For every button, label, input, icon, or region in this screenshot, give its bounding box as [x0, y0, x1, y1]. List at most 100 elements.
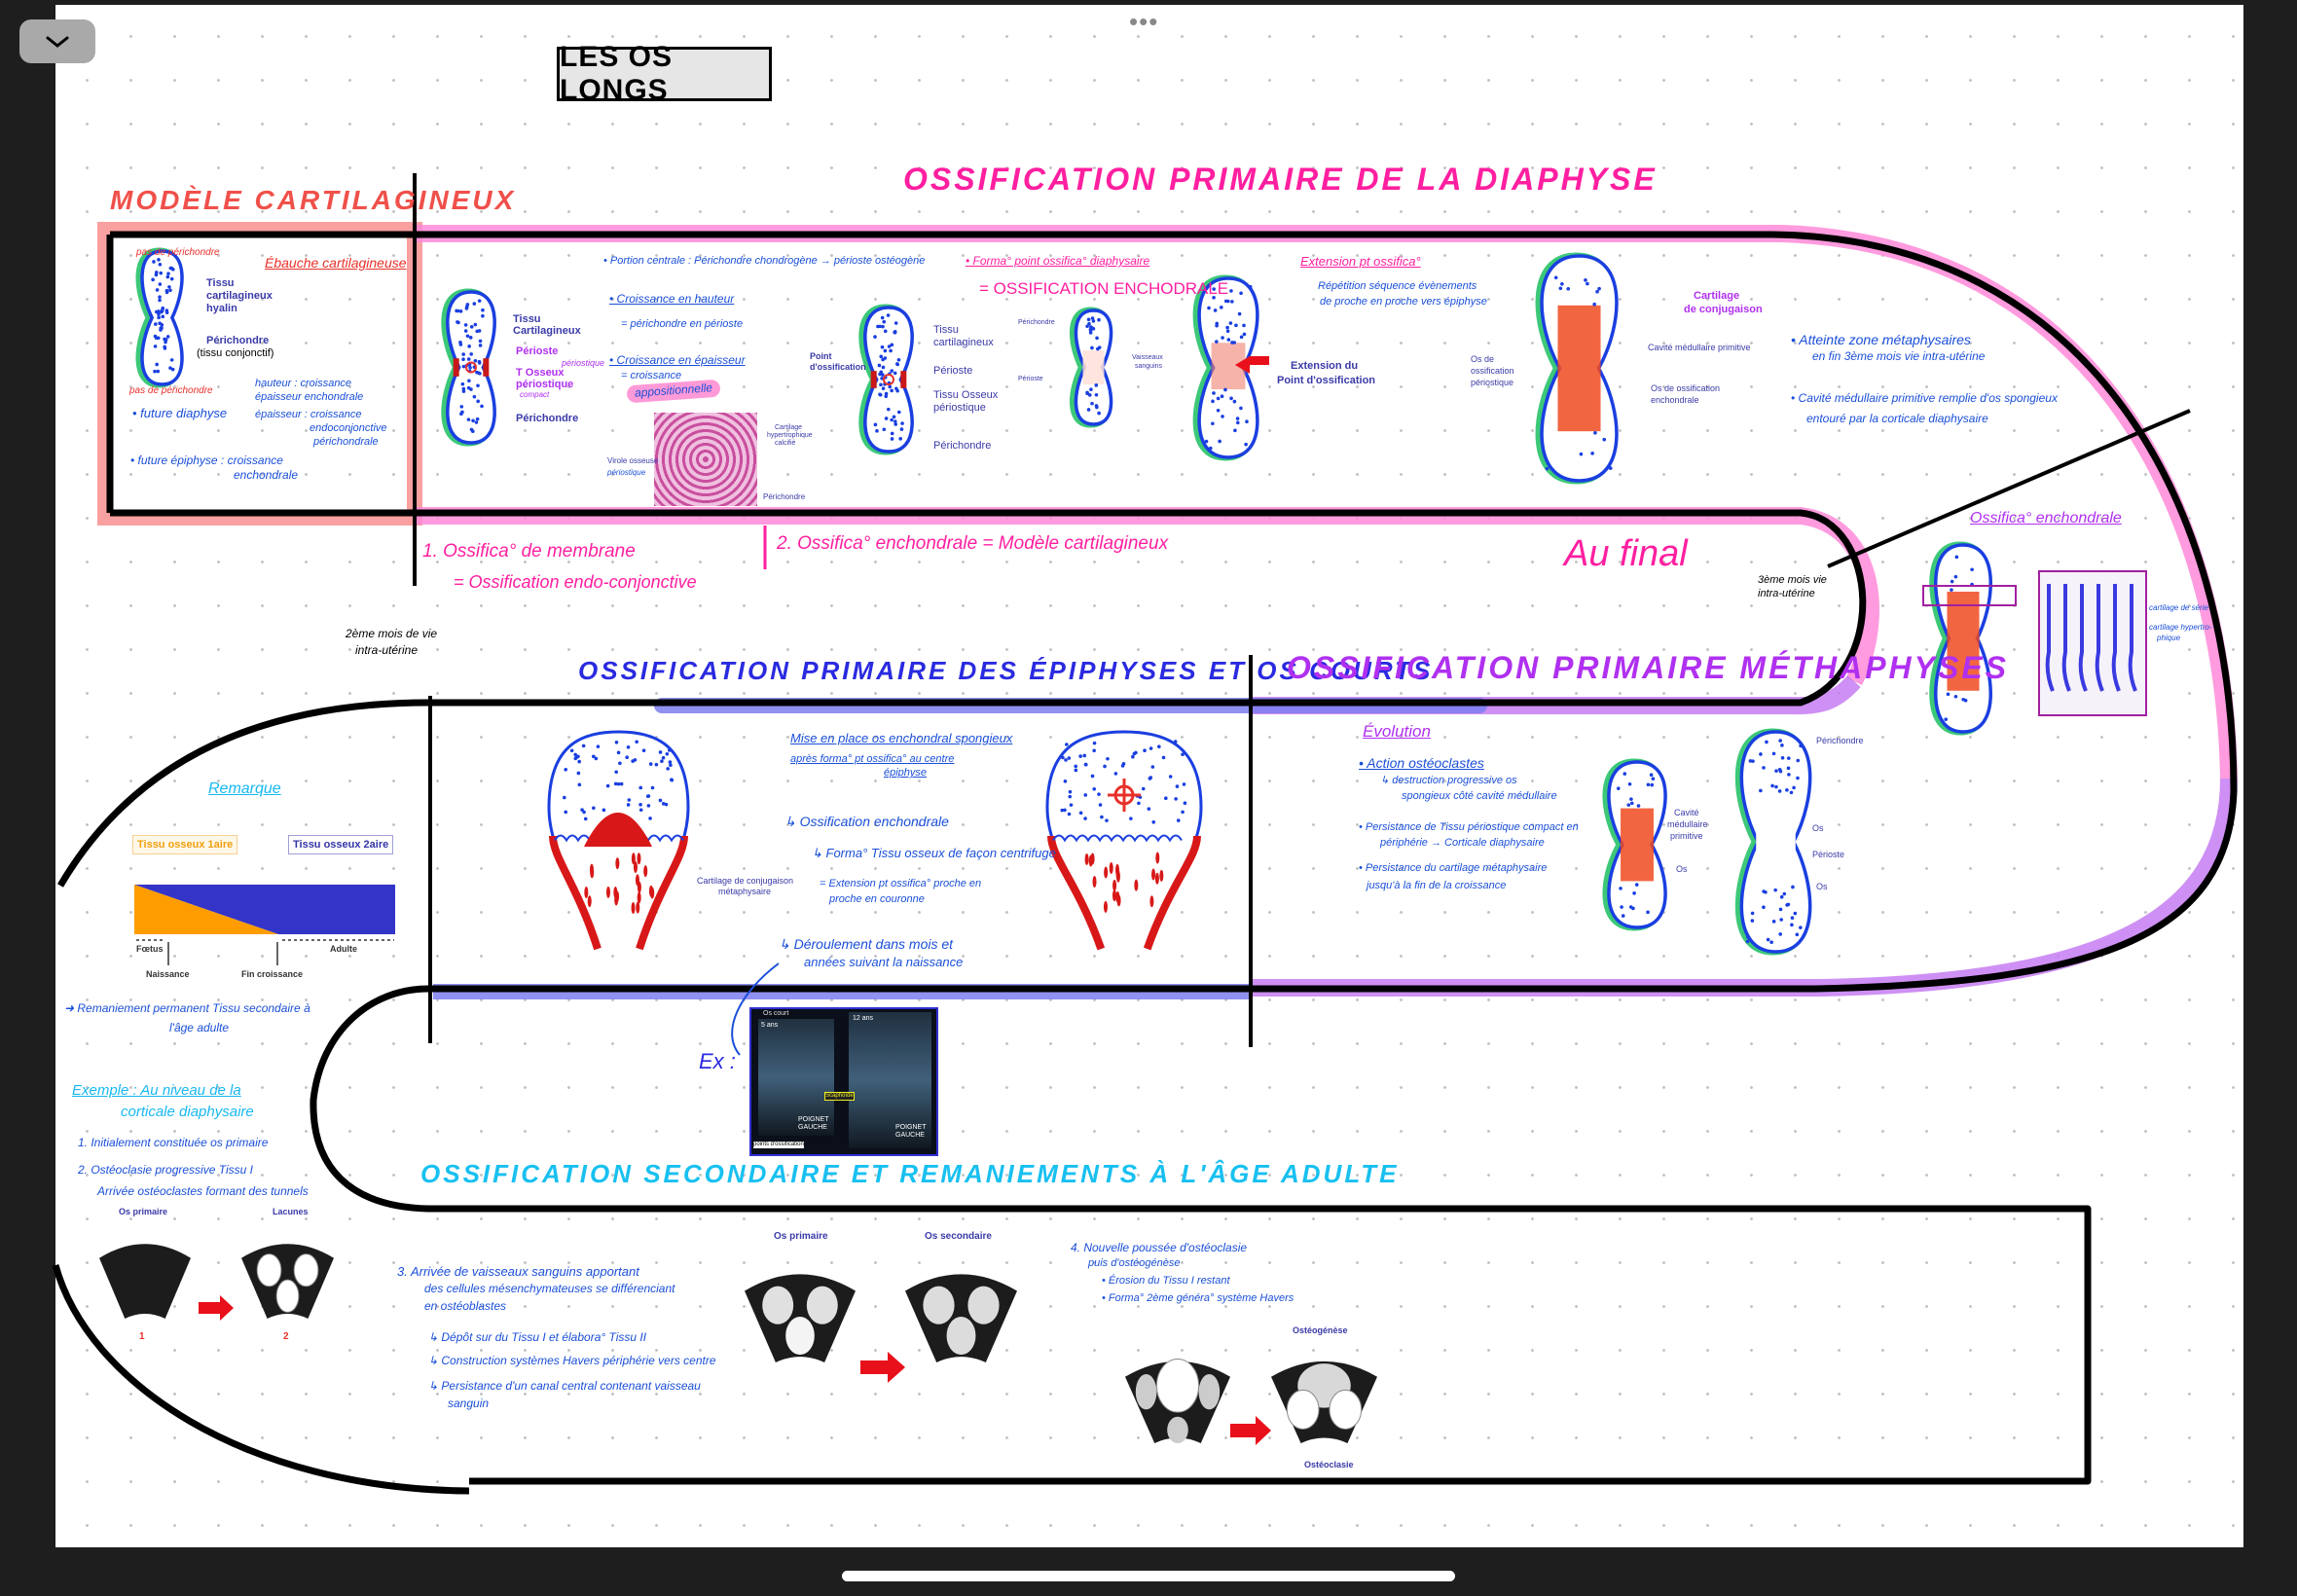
cell-dot [154, 309, 159, 314]
cell-dot [1097, 411, 1101, 416]
cell-dot [562, 795, 566, 800]
cell-dot [155, 288, 160, 292]
label: Ébauche cartilagineuse [265, 255, 407, 271]
label: Ostéoclasie [1304, 1460, 1354, 1469]
cell-dot [1083, 762, 1088, 767]
cell-dot [881, 365, 886, 370]
cell-dot [1216, 408, 1221, 413]
label: périostique [1471, 378, 1514, 387]
bone-trabecula [650, 887, 655, 899]
label: Tissu [933, 324, 959, 336]
cell-dot [159, 309, 164, 314]
bone-trabecula [643, 865, 648, 878]
cell-dot [473, 358, 478, 363]
label: POIGNET GAUCHE [798, 1116, 829, 1132]
cell-dot [880, 345, 885, 349]
ossification-center [584, 813, 652, 847]
label: hypertrophique [767, 432, 813, 439]
note: enchondrale [234, 468, 299, 482]
label: pas de périchondre [136, 247, 220, 258]
label: primitive [1670, 831, 1703, 841]
cell-dot [1759, 752, 1763, 756]
collapse-toolbar-button[interactable] [19, 19, 95, 63]
ench-zoom-box [1922, 585, 2017, 606]
label: Vaisseaux [1132, 354, 1163, 361]
cell-dot [1064, 758, 1068, 762]
secondaire-title: OSSIFICATION SECONDAIRE ET REMANIEMENTS … [420, 1159, 1400, 1188]
cell-dot [1602, 437, 1607, 442]
cell-dot [877, 363, 882, 368]
label: de conjugaison [1684, 304, 1763, 315]
cell-dot [619, 781, 624, 786]
bone-diagram [135, 247, 184, 388]
note: • Persistance du cartilage métaphysaire [1359, 862, 1548, 874]
chart-tissu2-area [134, 885, 395, 934]
label: calcifié [775, 440, 796, 447]
cell-dot [594, 756, 599, 761]
bone-diagram [858, 304, 914, 455]
cell-dot [480, 404, 484, 409]
cell-dot [1242, 323, 1246, 328]
cell-dot [456, 308, 460, 313]
label: Os court [763, 1010, 789, 1017]
cell-dot [1646, 782, 1651, 787]
bone-diagram [1535, 252, 1619, 485]
note: Évolution [1363, 722, 1431, 741]
cell-dot [1793, 911, 1798, 916]
cell-dot [1204, 286, 1209, 291]
home-indicator[interactable] [842, 1571, 1455, 1581]
label: Périchondre [516, 413, 579, 424]
cell-dot [890, 388, 893, 393]
cell-dot [1213, 308, 1218, 312]
cell-dot [614, 770, 618, 775]
cell-dot [1137, 801, 1141, 806]
bottom-arc-outline [52, 1264, 470, 1495]
cell-dot [1209, 446, 1213, 451]
diaphyse-title: OSSIFICATION PRIMAIRE DE LA DIAPHYSE [903, 162, 1658, 197]
cell-dot [1105, 818, 1109, 822]
cell-dot [1212, 296, 1216, 300]
cell-dot [658, 750, 663, 754]
cortex [636, 835, 688, 951]
cell-dot [564, 768, 568, 772]
cell-dot [1090, 316, 1095, 320]
note: • Action ostéoclastes [1359, 755, 1484, 771]
cell-dot [153, 345, 158, 348]
cell-dot [1646, 910, 1650, 915]
label: sanguins [1135, 363, 1163, 370]
cell-dot [1799, 744, 1803, 748]
cell-dot [1560, 281, 1564, 286]
cell-dot [1235, 420, 1240, 425]
note: après forma° pt ossifica° au centre [790, 753, 955, 765]
cell-dot [1150, 765, 1155, 769]
cell-dot [576, 754, 580, 759]
cell-dot [1086, 408, 1091, 412]
legend-tissu2: Tissu osseux 2aire [288, 835, 394, 854]
cell-dot [1629, 797, 1633, 801]
cell-dot [1095, 405, 1099, 410]
cell-dot [890, 343, 894, 347]
label: périostique [516, 379, 574, 390]
cell-dot [1061, 755, 1065, 760]
cell-dot [1759, 788, 1763, 793]
ellipsis-icon[interactable]: ••• [1129, 7, 1159, 36]
cell-dot [648, 762, 653, 766]
note: épaisseur : croissance [255, 409, 362, 420]
cell-dot [157, 258, 161, 262]
cell-dot [893, 422, 897, 426]
label: Fin croissance [241, 969, 304, 979]
cell-dot [654, 762, 659, 767]
bone-trabecula [631, 901, 636, 914]
cell-dot [1232, 341, 1237, 345]
cell-dot [616, 750, 621, 755]
cell-dot [614, 740, 619, 744]
cell-dot [1790, 916, 1795, 921]
ossified-zone [1082, 349, 1105, 385]
label: (tissu conjonctif) [197, 347, 274, 359]
cell-dot [474, 420, 479, 424]
note: périchondrale [313, 436, 379, 448]
cell-dot [1174, 797, 1178, 801]
cell-dot [1778, 739, 1782, 743]
metaphyses-title: OSSIFICATION PRIMAIRE MÉTHAPHYSES [1287, 650, 2010, 685]
cell-dot [1786, 766, 1791, 771]
